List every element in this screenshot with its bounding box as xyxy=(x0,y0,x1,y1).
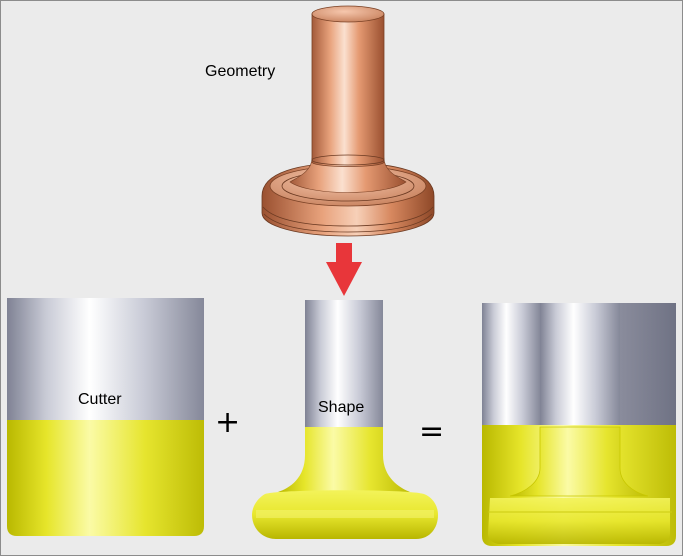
cutter-label: Cutter xyxy=(78,391,122,408)
result-block xyxy=(482,303,676,546)
result-yellow-stem xyxy=(509,426,649,497)
arrow-down-icon xyxy=(326,243,362,296)
plus-operator: + xyxy=(215,405,241,440)
cutter-block xyxy=(7,298,204,536)
shape-yellow-stem xyxy=(278,427,410,492)
equals-operator: = xyxy=(419,414,445,449)
geometry-shaft-top xyxy=(311,5,385,23)
shape-metal xyxy=(305,300,383,428)
shape-label: Shape xyxy=(318,399,365,416)
cutter-yellow xyxy=(7,420,204,536)
result-metal-right xyxy=(620,303,676,427)
geometry-shaft-ring xyxy=(311,154,385,166)
result-metal-left xyxy=(482,303,540,427)
cutter-metal xyxy=(7,298,204,422)
shape-base-highlight xyxy=(256,510,434,518)
geometry-groove-1 xyxy=(262,206,434,227)
geometry-fillet xyxy=(289,157,407,193)
geometry-groove-2 xyxy=(263,213,433,233)
shape-part xyxy=(252,300,438,539)
geometry-part xyxy=(261,5,435,237)
result-yellow-base xyxy=(488,498,670,544)
geometry-label: Geometry xyxy=(205,63,276,80)
geometry-shaft xyxy=(311,13,385,167)
result-metal-center xyxy=(540,303,620,427)
